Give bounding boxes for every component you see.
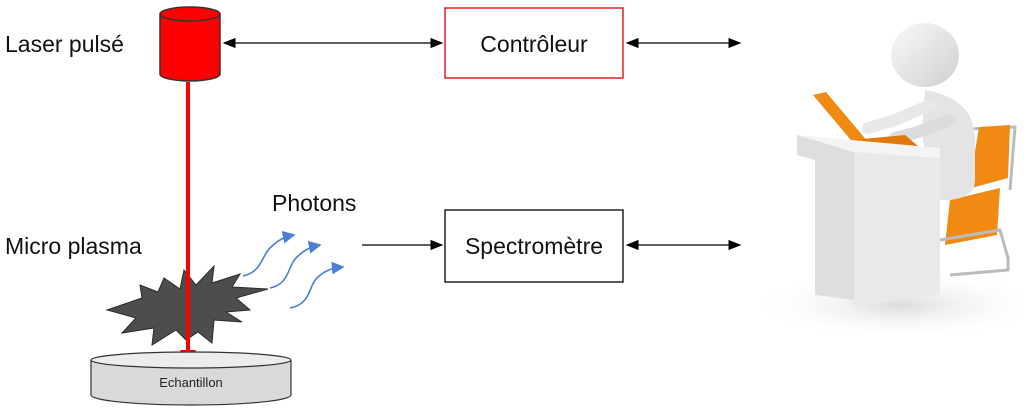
spectrometer-label: Spectromètre bbox=[465, 233, 603, 259]
sample-disk: Echantillon bbox=[90, 351, 292, 406]
sample-label: Echantillon bbox=[159, 375, 223, 390]
spectrometer-box: Spectromètre bbox=[444, 209, 624, 283]
photon-waves-icon bbox=[242, 230, 345, 309]
controller-box: Contrôleur bbox=[444, 7, 624, 79]
controller-label: Contrôleur bbox=[480, 31, 588, 57]
computer-user-illustration bbox=[750, 23, 1024, 340]
laser-label: Laser pulsé bbox=[5, 31, 124, 57]
plasma-label: Micro plasma bbox=[5, 233, 142, 259]
laser-icon bbox=[159, 6, 221, 82]
photons-label: Photons bbox=[272, 190, 356, 216]
